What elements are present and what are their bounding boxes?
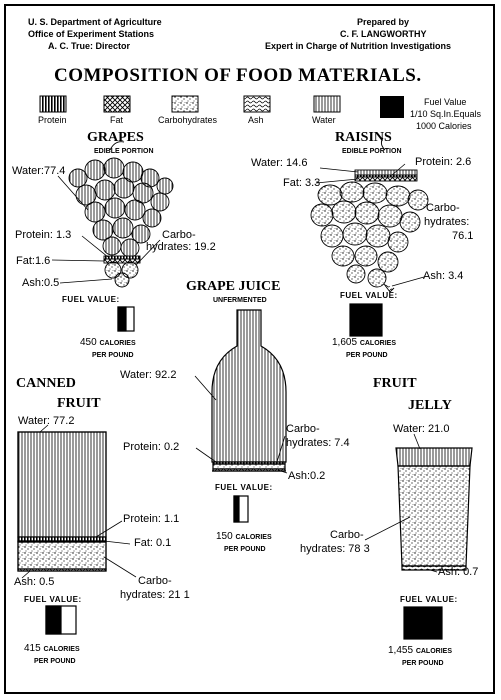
fruit-jelly-title-2: JELLY — [408, 398, 452, 413]
grapes-protein-label: Protein: 1.3 — [15, 229, 72, 241]
grapes-fuel-label: FUEL VALUE: — [62, 295, 120, 304]
canned-fruit-title-2: FRUIT — [57, 396, 101, 411]
raisins-per-pound: PER POUND — [346, 352, 388, 359]
legend-ash-label: Ash — [248, 115, 264, 125]
legend-fat-swatch — [103, 95, 131, 113]
grapes-title: GRAPES — [87, 130, 144, 145]
legend-swatches — [39, 95, 404, 118]
raisins-ash-label: Ash: 3.4 — [423, 270, 464, 282]
legend-fuel-note-2: 1/10 Sq.In.Equals — [410, 109, 482, 119]
header-left-line-2: Office of Experiment Stations — [28, 29, 155, 39]
legend-fuel-note-1: Fuel Value — [424, 97, 467, 107]
legend-fat-label: Fat — [110, 115, 124, 125]
grape-juice-calories: 150 CALORIES — [216, 531, 272, 542]
legend-water-label: Water — [312, 115, 336, 125]
grape-juice-subtitle: UNFERMENTED — [213, 297, 267, 304]
grape-juice-carb-label-2: hydrates: 7.4 — [286, 437, 350, 449]
raisins-water-label: Water: 14.6 — [251, 157, 308, 169]
raisins-carb-label-1: Carbo- — [426, 202, 460, 214]
canned-fruit-container — [17, 431, 107, 572]
legend-fuel-swatch — [380, 96, 404, 118]
fruit-jelly-title-1: FRUIT — [373, 376, 417, 391]
raisins-title: RAISINS — [335, 130, 392, 145]
legend-carb-label: Carbohydrates — [158, 115, 218, 125]
fruit-jelly-ash-label: Ash: 0.7 — [438, 566, 479, 578]
fruit-jelly-water-label: Water: 21.0 — [393, 423, 450, 435]
legend-fuel-note-3: 1000 Calories — [416, 121, 472, 131]
fruit-jelly-calories: 1,455 CALORIES — [388, 645, 452, 656]
grapes-cluster — [68, 141, 174, 288]
canned-fruit-calories: 415 CALORIES — [24, 643, 80, 654]
legend-protein-label: Protein — [38, 115, 67, 125]
canned-fruit-carb-label-2: hydrates: 21 1 — [120, 589, 190, 601]
canned-fruit-fuel-label: FUEL VALUE: — [24, 595, 82, 604]
fruit-jelly-carb-label-2: hydrates: 78 3 — [300, 543, 370, 555]
grapes-calories: 450 CALORIES — [80, 337, 136, 348]
raisins-cluster — [310, 137, 429, 293]
canned-fruit-water-label: Water: 77.2 — [18, 415, 75, 427]
grapes-ash-label: Ash:0.5 — [22, 277, 60, 289]
leader-lines — [21, 163, 438, 579]
legend-protein-swatch — [39, 95, 67, 113]
grapes-fat-label: Fat:1.6 — [16, 255, 51, 267]
fruit-jelly-carb-label-1: Carbo- — [330, 529, 364, 541]
header-left-line-1: U. S. Department of Agriculture — [28, 17, 162, 27]
canned-fruit-protein-label: Protein: 1.1 — [123, 513, 180, 525]
canned-fruit-fat-label: Fat: 0.1 — [134, 537, 172, 549]
raisins-fat-label: Fat: 3.3 — [283, 177, 321, 189]
poster-frame — [4, 4, 495, 694]
grapes-per-pound: PER POUND — [92, 352, 134, 359]
grape-juice-title: GRAPE JUICE — [186, 279, 281, 294]
header-right-line-3: Expert in Charge of Nutrition Investigat… — [265, 41, 452, 51]
grapes-subtitle: EDIBLE PORTION — [94, 148, 154, 155]
grape-juice-fuel-label: FUEL VALUE: — [215, 483, 273, 492]
canned-fruit-title-1: CANNED — [16, 376, 76, 391]
grapes-carb-label-2: hydrates: 19.2 — [146, 241, 216, 253]
raisins-subtitle: EDIBLE PORTION — [342, 148, 402, 155]
legend-carb-swatch — [171, 95, 199, 113]
raisins-carb-label-2: hydrates: — [424, 216, 470, 228]
raisins-fuel-label: FUEL VALUE: — [340, 291, 398, 300]
raisins-calories: 1,605 CALORIES — [332, 337, 396, 348]
grape-juice-per-pound: PER POUND — [224, 546, 266, 553]
grape-juice-protein-label: Protein: 0.2 — [123, 441, 180, 453]
grape-juice-bottle — [211, 309, 287, 472]
canned-fruit-carb-label-1: Carbo- — [138, 575, 172, 587]
fruit-jelly-per-pound: PER POUND — [402, 660, 444, 667]
raisins-carb-label-3: 76.1 — [452, 230, 474, 242]
legend-ash-swatch — [243, 95, 271, 113]
header-right-line-2: C. F. LANGWORTHY — [340, 29, 427, 39]
grapes-carb-label-1: Carbo- — [162, 229, 196, 241]
page-title: COMPOSITION OF FOOD MATERIALS. — [54, 65, 422, 86]
header-right-line-1: Prepared by — [357, 17, 410, 27]
grapes-water-label: Water:77.4 — [12, 165, 66, 177]
canned-fruit-per-pound: PER POUND — [34, 658, 76, 665]
grape-juice-water-label: Water: 92.2 — [120, 369, 177, 381]
grape-juice-carb-label-1: Carbo- — [286, 423, 320, 435]
fuel-value-boxes — [45, 303, 443, 640]
canned-fruit-ash-label: Ash: 0.5 — [14, 576, 55, 588]
fruit-jelly-glass — [395, 447, 473, 571]
raisins-protein-label: Protein: 2.6 — [415, 156, 472, 168]
legend-water-swatch — [313, 95, 341, 113]
header-left-line-3: A. C. True: Director — [48, 41, 131, 51]
grape-juice-ash-label: Ash:0.2 — [288, 470, 326, 482]
fruit-jelly-fuel-label: FUEL VALUE: — [400, 595, 458, 604]
